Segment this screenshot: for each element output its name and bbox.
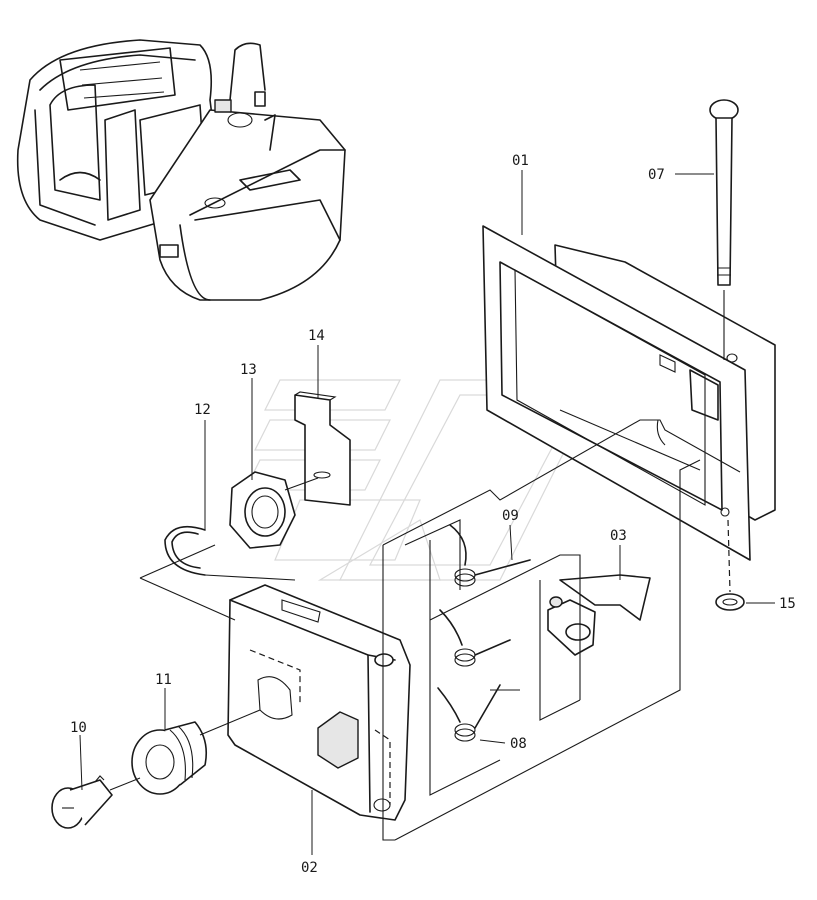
part-11-cylinder-housing — [131, 721, 208, 795]
callout-09: 09 — [502, 508, 519, 524]
callout-12: 12 — [194, 402, 211, 418]
callout-15: 15 — [779, 596, 796, 612]
callout-labels: 01 02 03 07 08 09 10 11 12 13 14 15 — [70, 153, 796, 876]
callout-01: 01 — [512, 153, 529, 169]
part-14-plate — [294, 391, 351, 506]
callout-14: 14 — [308, 328, 325, 344]
part-10-key-cylinder — [51, 775, 113, 829]
excavator-overview — [16, 39, 346, 301]
part-03-lever — [547, 574, 651, 656]
leader-lines — [79, 170, 775, 855]
part-15-e-ring — [715, 519, 745, 611]
callout-07: 07 — [648, 167, 665, 183]
callout-10: 10 — [70, 720, 87, 736]
assembly-lines — [109, 409, 741, 841]
callout-02: 02 — [301, 860, 318, 876]
part-02-lock-body — [227, 584, 411, 821]
spring-parts — [437, 524, 531, 742]
callout-08: 08 — [510, 736, 527, 752]
part-13-nut — [229, 471, 296, 549]
part-01-lock-frame — [482, 225, 776, 561]
callout-11: 11 — [155, 672, 172, 688]
part-07-pin — [709, 99, 739, 360]
callout-13: 13 — [240, 362, 257, 378]
callout-03: 03 — [610, 528, 627, 544]
part-12-ring — [164, 525, 206, 576]
